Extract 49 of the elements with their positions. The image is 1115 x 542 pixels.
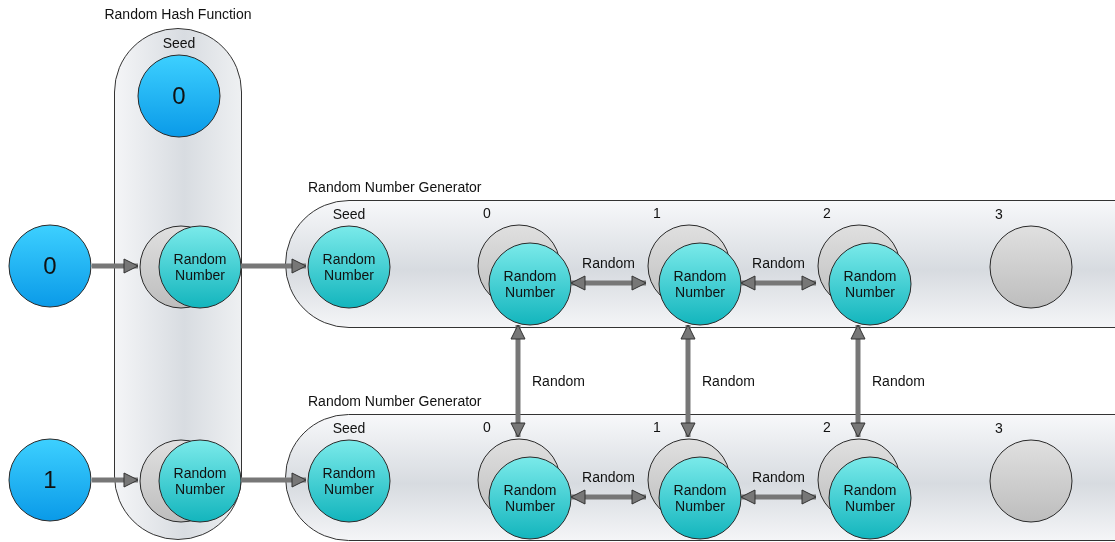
edge-label: Random <box>581 255 636 271</box>
edge-label: Random <box>701 373 756 389</box>
node-label: Random Number <box>321 251 377 283</box>
double-arrow <box>570 489 647 505</box>
slot-label: 0 <box>483 419 491 435</box>
number-circle <box>8 438 92 522</box>
group-heading: Random Hash Function <box>104 6 252 22</box>
double-arrow <box>570 275 647 291</box>
edge-label: Random <box>751 469 806 485</box>
node-label: Random Number <box>321 465 377 497</box>
slot-label: Seed <box>332 420 366 436</box>
double-arrow <box>740 489 817 505</box>
double-arrow <box>850 324 866 438</box>
stacked-circles <box>139 225 242 309</box>
number-circle <box>8 224 92 308</box>
slot-label: 3 <box>995 420 1003 436</box>
slot-label: 0 <box>483 205 491 221</box>
double-arrow <box>92 258 139 274</box>
group-heading: Random Number Generator <box>308 393 482 409</box>
stacked-circles <box>139 439 242 523</box>
slot-label: 3 <box>995 206 1003 222</box>
double-arrow <box>241 258 307 274</box>
node-label: Random Number <box>672 268 728 300</box>
slot-label: 2 <box>823 205 831 221</box>
edge-label: Random <box>531 373 586 389</box>
edge-label: Random <box>581 469 636 485</box>
slot-label: 2 <box>823 419 831 435</box>
slot-label: 1 <box>653 419 661 435</box>
node-label: Random Number <box>672 482 728 514</box>
edge-label: Random <box>751 255 806 271</box>
group-heading: Random Number Generator <box>308 179 482 195</box>
slot-label: Seed <box>332 206 366 222</box>
double-arrow <box>680 324 696 438</box>
double-arrow <box>740 275 817 291</box>
node-label: Random Number <box>502 268 558 300</box>
node-label: Random Number <box>172 251 228 283</box>
node-label: Random Number <box>842 482 898 514</box>
node-label: Random Number <box>842 268 898 300</box>
node-label: 0 <box>43 252 57 280</box>
double-arrow <box>510 324 526 438</box>
slot-label: Seed <box>162 35 196 51</box>
node-label: 1 <box>43 466 57 494</box>
node-label: Random Number <box>502 482 558 514</box>
edge-label: Random <box>871 373 926 389</box>
slot-label: 1 <box>653 205 661 221</box>
node-label: Random Number <box>172 465 228 497</box>
node-label: 0 <box>172 82 186 110</box>
double-arrow <box>241 472 307 488</box>
double-arrow <box>92 472 139 488</box>
